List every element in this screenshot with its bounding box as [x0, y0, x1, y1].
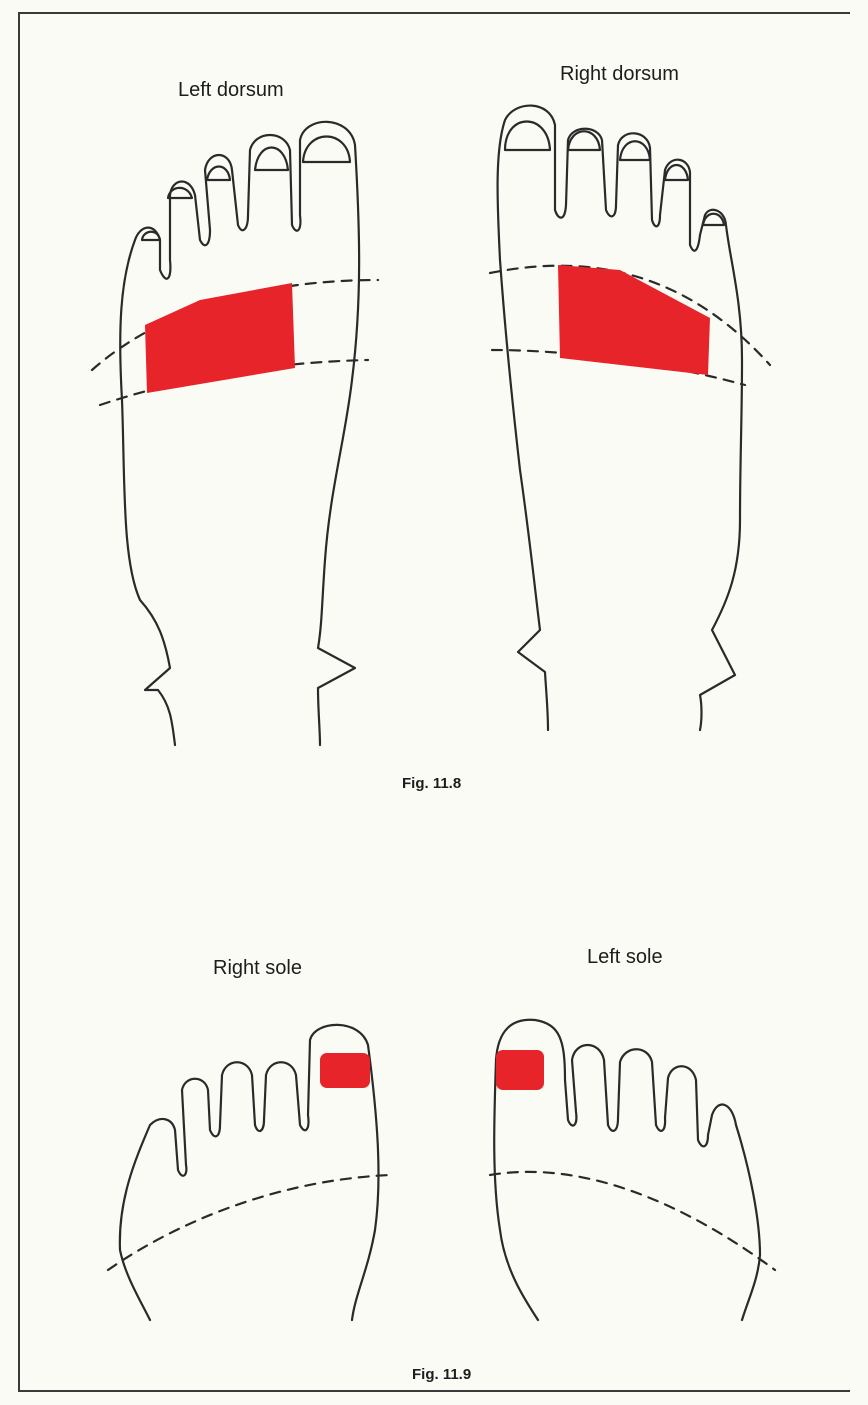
label-right-sole: Right sole [213, 957, 302, 980]
right-dorsum-highlight [558, 265, 710, 375]
left-dorsum-foot [92, 122, 378, 745]
label-left-dorsum: Left dorsum [178, 79, 284, 102]
caption-fig-11-8: Fig. 11.8 [402, 775, 461, 792]
caption-fig-11-9: Fig. 11.9 [412, 1366, 471, 1383]
right-dorsum-foot [490, 106, 770, 730]
left-dorsum-highlight [145, 283, 295, 393]
label-right-dorsum: Right dorsum [560, 63, 679, 86]
right-sole-highlight [320, 1053, 370, 1088]
left-sole-highlight [496, 1050, 544, 1090]
label-left-sole: Left sole [587, 946, 663, 969]
